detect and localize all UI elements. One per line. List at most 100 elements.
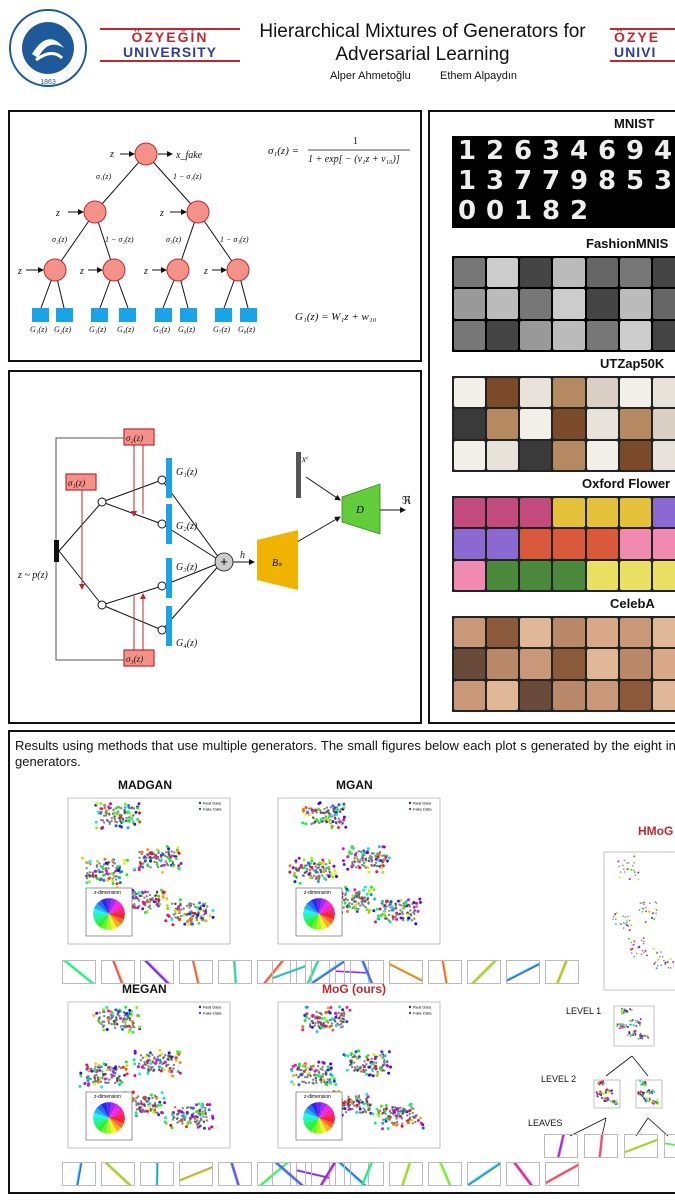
fake-data-point [641, 1091, 644, 1094]
face-sample-image [553, 649, 585, 679]
fake-data-point [120, 870, 123, 874]
fake-data-point [320, 1025, 323, 1029]
mnist-digit: 0 [458, 196, 477, 226]
fake-data-point [130, 817, 134, 821]
real-data-point [633, 871, 636, 873]
fake-data-point [389, 1065, 393, 1069]
real-data-point [199, 904, 202, 908]
real-data-point [165, 855, 168, 858]
real-data-point [301, 1080, 304, 1083]
real-data-point [357, 850, 361, 853]
generator-output-thumbnail [62, 1162, 96, 1186]
fake-data-point [315, 1073, 319, 1077]
real-data-point [148, 893, 152, 897]
fake-data-point [373, 1121, 377, 1125]
fake-data-point [120, 1080, 124, 1084]
fake-data-point [331, 875, 335, 879]
real-data-point [364, 857, 367, 860]
real-data-point [164, 860, 167, 863]
fake-data-point [335, 875, 338, 878]
fake-data-point [299, 1073, 303, 1077]
fake-data-point [322, 1061, 326, 1065]
fake-data-point [374, 920, 377, 924]
fake-data-point [207, 1127, 211, 1131]
real-data-point [157, 851, 160, 855]
real-data-point [103, 1014, 106, 1018]
fake-data-point [342, 1053, 346, 1057]
fake-data-point [621, 1012, 624, 1015]
real-data-point [193, 1118, 197, 1121]
fake-data-point [123, 858, 127, 862]
fake-data-point [121, 819, 125, 823]
fake-data-point [103, 803, 107, 807]
fake-data-point [384, 1119, 388, 1123]
fake-data-point [140, 1065, 144, 1069]
fake-data-point [375, 870, 379, 874]
leaf-node-3 [157, 581, 167, 591]
sigma1-left-label: σ₁(z) [96, 172, 112, 181]
fake-data-point [372, 909, 376, 913]
real-data-point [189, 904, 193, 908]
fake-data-point [208, 914, 212, 918]
fake-data-point [155, 903, 159, 906]
fake-data-point [322, 1024, 326, 1028]
fake-data-point [669, 958, 672, 961]
real-data-point [388, 904, 391, 907]
face-sample-image [454, 680, 486, 710]
fake-data-point [607, 1091, 610, 1094]
results-panel: Results using methods that use multiple … [8, 730, 675, 1194]
real-data-point [148, 855, 152, 859]
fake-data-point [637, 871, 640, 874]
real-data-point [618, 865, 621, 868]
generator-equation: G₁(z) = W₁z + w₁₀ [295, 311, 377, 323]
real-data-point [309, 1065, 312, 1068]
real-data-point [655, 912, 657, 915]
fake-data-point [601, 1092, 604, 1095]
fake-data-point [369, 885, 373, 889]
real-data-point [101, 1020, 104, 1023]
mnist-digit: 3 [654, 166, 673, 196]
real-data-point [164, 1053, 167, 1057]
real-data-point [178, 904, 181, 907]
fake-data-point [331, 1028, 335, 1032]
generator-bar-1 [166, 458, 172, 498]
fake-data-point [124, 802, 127, 806]
real-data-point [178, 1120, 181, 1123]
generator-output-thumbnail [272, 960, 306, 984]
real-data-point [111, 864, 114, 867]
real-data-point [361, 859, 365, 862]
real-data-point [341, 821, 345, 825]
real-data-point [101, 1025, 105, 1028]
fake-data-point [143, 855, 147, 859]
fake-data-point [308, 1067, 312, 1071]
generator-output-thumbnail [584, 1134, 618, 1158]
fake-data-point [374, 857, 378, 861]
bs-label: Bₛ [272, 558, 282, 569]
fake-data-point [365, 892, 369, 896]
fake-data-point [114, 1008, 118, 1012]
real-data-point [633, 861, 635, 864]
fake-data-point [310, 859, 314, 863]
fake-data-point [292, 874, 296, 878]
real-data-point [85, 875, 88, 878]
svg-text:Fake Data: Fake Data [203, 807, 222, 812]
fake-data-point [307, 813, 311, 817]
real-data-point [355, 1068, 358, 1071]
real-data-point [139, 1110, 142, 1113]
real-data-point [176, 1121, 179, 1124]
z-dimension-inset [85, 887, 133, 937]
generator-label-4: G₄(z) [117, 325, 134, 334]
fake-data-point [93, 1082, 97, 1086]
arch-generator-label-1: G₁(z) [176, 467, 198, 478]
fake-data-point [324, 1011, 328, 1014]
fake-data-point [401, 906, 405, 910]
fake-data-point [627, 937, 630, 940]
real-data-point [119, 1066, 123, 1070]
real-data-point [93, 1078, 97, 1081]
real-data-point [200, 917, 203, 920]
fake-data-point [635, 1024, 638, 1027]
fake-data-point [118, 881, 122, 885]
fake-data-point [346, 867, 350, 871]
fake-data-point [185, 920, 189, 924]
fake-data-point [96, 877, 99, 881]
